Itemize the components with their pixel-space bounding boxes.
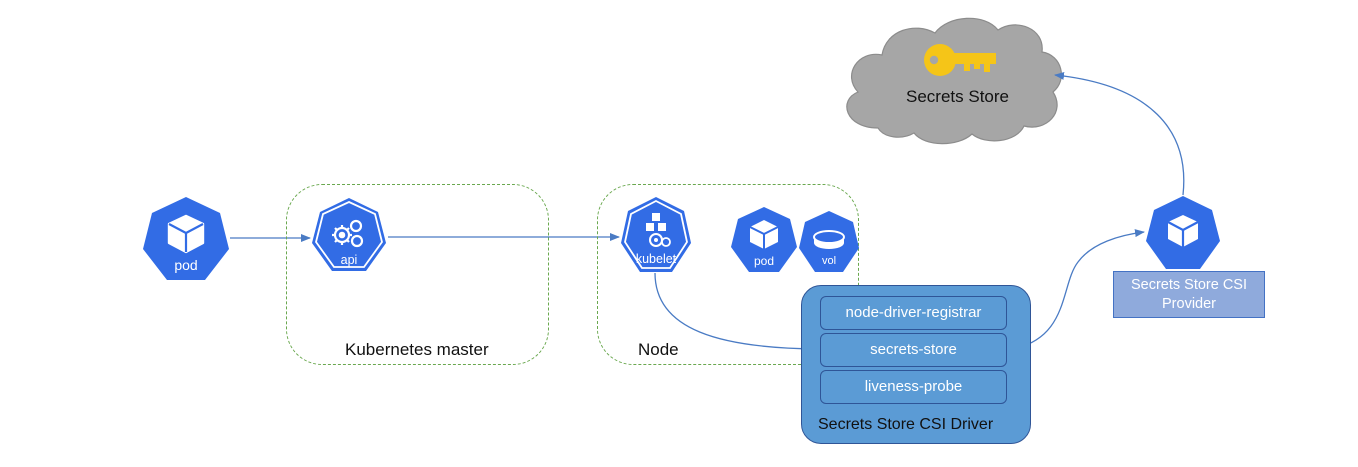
api-icon: api bbox=[311, 197, 387, 272]
gears-icon bbox=[332, 219, 364, 248]
kubernetes-master-label: Kubernetes master bbox=[345, 340, 489, 359]
node-label: Node bbox=[638, 340, 679, 359]
kubelet-label: kubelet bbox=[635, 252, 677, 266]
cube-icon bbox=[167, 214, 205, 254]
pod-label: pod bbox=[174, 257, 198, 273]
csi-provider-label-line1: Secrets Store CSI bbox=[1130, 277, 1248, 293]
cubes-gear-icon bbox=[646, 213, 671, 247]
vol-icon: vol bbox=[798, 210, 860, 273]
vol-label: vol bbox=[821, 255, 837, 267]
driver-item-secrets-store: secrets-store bbox=[820, 333, 1007, 367]
csi-driver-label: Secrets Store CSI Driver bbox=[818, 416, 994, 433]
pod-icon: pod bbox=[142, 196, 230, 282]
kubelet-icon: kubelet bbox=[620, 196, 692, 273]
secrets-store-label: Secrets Store bbox=[906, 87, 1009, 106]
cube-icon bbox=[749, 220, 779, 249]
arrow-secrets-store-to-provider bbox=[1007, 229, 1145, 351]
driver-item-node-driver-registrar: node-driver-registrar bbox=[820, 296, 1007, 330]
secrets-store-cloud bbox=[846, 17, 1062, 145]
key-icon bbox=[924, 44, 996, 76]
cube-icon bbox=[1167, 215, 1199, 247]
api-label: api bbox=[340, 253, 358, 267]
node-pod-icon: pod bbox=[730, 206, 798, 273]
disk-icon bbox=[813, 230, 845, 249]
provider-icon bbox=[1145, 195, 1221, 270]
csi-provider-box: Secrets Store CSI Provider bbox=[1113, 271, 1265, 318]
arrow-kubelet-to-secrets-store bbox=[654, 272, 818, 353]
csi-provider-label-line2: Provider bbox=[1162, 296, 1216, 312]
node-group bbox=[597, 184, 859, 365]
node-pod-label: pod bbox=[753, 254, 775, 268]
kubernetes-master-group bbox=[286, 184, 549, 365]
driver-item-liveness-probe: liveness-probe bbox=[820, 370, 1007, 404]
arrow-provider-to-cloud bbox=[1054, 71, 1185, 196]
